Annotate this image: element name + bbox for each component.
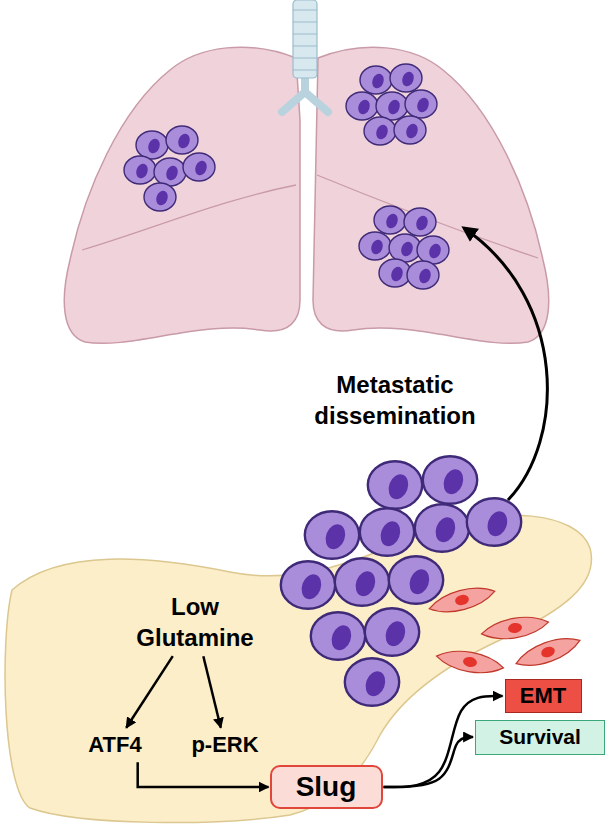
- cancer-cell: [467, 498, 521, 546]
- cancer-cell: [335, 558, 389, 606]
- outcome-box: EMT: [505, 679, 582, 714]
- pathway-arrow: [203, 656, 220, 728]
- cancer-cell: [389, 556, 443, 604]
- bronchi: [282, 74, 328, 112]
- cancer-cell: [368, 461, 422, 509]
- cancer-cell: [394, 116, 426, 144]
- signal-text: p-ERK: [189, 731, 260, 760]
- cancer-cell: [345, 658, 399, 706]
- cancer-cell: [359, 232, 391, 260]
- fibroblast: [480, 612, 550, 643]
- cancer-cell: [311, 612, 365, 660]
- cancer-cell: [305, 511, 359, 559]
- cancer-cell: [365, 608, 419, 656]
- pathway-arrow: [126, 656, 173, 728]
- cancer-cell: [124, 156, 156, 184]
- cancer-cell: [423, 456, 477, 504]
- lung-right: [313, 47, 549, 343]
- lung-left: [64, 47, 300, 343]
- cancer-cell: [183, 153, 215, 181]
- cancer-cell: [166, 126, 198, 154]
- primary-tumor: [281, 456, 521, 706]
- cancer-cell: [360, 508, 414, 556]
- cancer-cell: [144, 183, 176, 211]
- pathway-arrow: [138, 762, 269, 787]
- cancer-cell: [346, 92, 378, 120]
- outcome-box: Survival: [475, 720, 605, 755]
- trachea-rings: [293, 10, 317, 70]
- node-text: EMT: [520, 682, 566, 711]
- dissemination-arrow: [464, 228, 547, 500]
- condition-text: Low Glutamine: [120, 591, 270, 653]
- node-text: ATF4: [88, 731, 141, 760]
- cancer-cell: [364, 117, 396, 145]
- cancer-cell: [281, 561, 335, 609]
- cancer-cell: [374, 206, 406, 234]
- cancer-cell: [390, 64, 422, 92]
- factor-box: Slug: [270, 765, 383, 809]
- node-text: Slug: [296, 769, 357, 805]
- cancer-cell: [389, 234, 421, 262]
- cancer-cell: [136, 131, 168, 159]
- fibroblast: [435, 646, 505, 677]
- pathway-arrow: [384, 737, 474, 787]
- cancer-cell: [405, 90, 437, 118]
- cancer-cell: [417, 236, 449, 264]
- cancer-cell: [407, 261, 439, 289]
- node-text: Low Glutamine: [122, 591, 268, 653]
- lung-fissure: [82, 185, 296, 250]
- cancer-cell: [154, 158, 186, 186]
- pancreas: [5, 515, 591, 822]
- metastasis-cluster: [346, 64, 437, 145]
- cancer-cell: [415, 504, 469, 552]
- cancer-cell: [404, 208, 436, 236]
- signal-text: ATF4: [86, 731, 143, 760]
- node-text: p-ERK: [191, 731, 258, 760]
- trachea: [293, 0, 317, 78]
- cancer-cell: [376, 92, 408, 120]
- cancer-cell: [379, 259, 411, 287]
- metastasis-cluster: [359, 206, 449, 289]
- node-text: Survival: [499, 723, 581, 750]
- arrow-label: Metastatic dissemination: [295, 369, 495, 431]
- cancer-cell: [360, 66, 392, 94]
- fibroblast: [513, 631, 584, 673]
- metastasis-cluster: [124, 126, 215, 211]
